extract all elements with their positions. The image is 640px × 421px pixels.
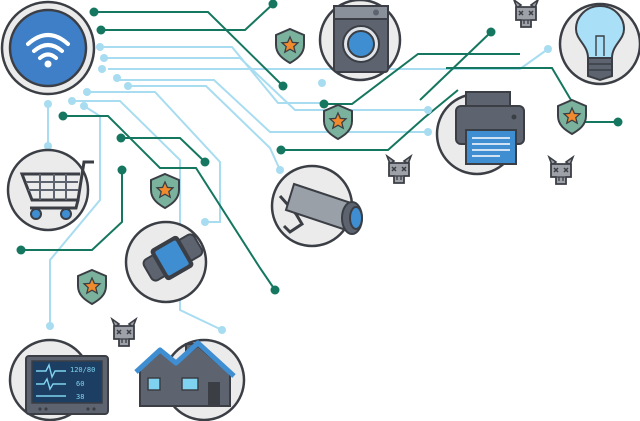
malware-bug-icon (513, 0, 539, 28)
wifi-icon (26, 33, 70, 60)
shield-icon (557, 99, 587, 135)
light-endpoints (44, 43, 552, 334)
washing-machine (318, 0, 402, 82)
smartwatch (124, 220, 208, 304)
light-bulb (558, 2, 640, 86)
smart-home (134, 338, 246, 421)
malware-bug-icon (548, 156, 574, 185)
smart-home-icon (134, 340, 236, 407)
shield-icon (323, 104, 353, 140)
reading-temperature: 38 (76, 393, 84, 401)
light-bulb-icon (574, 4, 626, 82)
smartwatch-icon (142, 233, 204, 282)
printer-icon (455, 91, 525, 165)
reading-bp: 120/80 (70, 366, 95, 374)
malware-bug-icon (386, 155, 412, 184)
malware-bug-icon (111, 318, 137, 347)
vital-signs-monitor-icon: 120/80 60 38 (25, 355, 109, 415)
printer (435, 91, 525, 176)
washing-machine-icon (333, 5, 389, 73)
reading-heart-rate: 60 (76, 380, 84, 388)
security-camera (270, 164, 363, 248)
shopping-cart (6, 148, 94, 232)
shield-icon (77, 269, 107, 305)
security-camera-icon (278, 182, 363, 235)
shield-icon (275, 28, 305, 64)
shopping-cart-icon (19, 160, 94, 220)
shield-icon (150, 173, 180, 209)
dark-endpoints (16, 0, 623, 295)
vital-signs-monitor: 120/80 60 38 (8, 338, 109, 421)
wifi-hub (0, 0, 96, 96)
